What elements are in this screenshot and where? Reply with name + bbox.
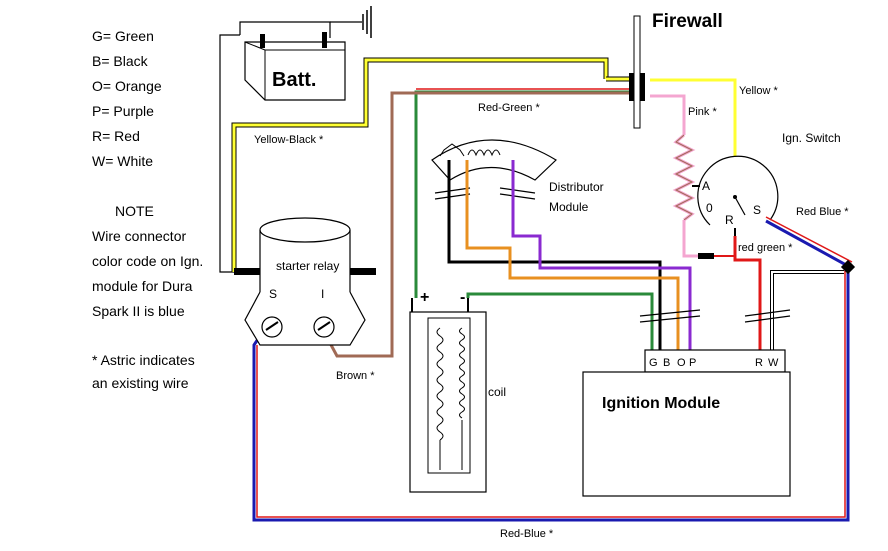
- legend-item: R= Red: [92, 128, 140, 144]
- yellow-black-wire: Yellow-Black *: [231, 57, 636, 272]
- distributor-label-2: Module: [549, 200, 589, 214]
- ground-wire: [219, 6, 372, 273]
- brown-wire: Brown *: [328, 91, 636, 382]
- coil-terminal-minus: -: [460, 289, 465, 306]
- switch-terminal-s: S: [753, 203, 761, 217]
- switch-terminal-a: A: [702, 179, 710, 193]
- switch-terminal-r: R: [725, 213, 734, 227]
- module-pin-g: G: [649, 357, 658, 369]
- module-pin-p: P: [689, 357, 696, 369]
- wire-label-red-blue-top: Red Blue *: [796, 206, 849, 218]
- wire-label-yellow: Yellow *: [739, 85, 778, 97]
- ignition-coil: + - coil: [409, 289, 506, 493]
- wire-label-brown: Brown *: [336, 370, 375, 382]
- ignition-switch: A 0 R S Ign. Switch: [692, 131, 841, 236]
- battery: Batt.: [244, 32, 346, 101]
- color-legend: G= Green B= Black O= Orange P= Purple R=…: [92, 28, 203, 391]
- firewall: Firewall: [629, 11, 723, 129]
- note-line: module for Dura: [92, 278, 193, 294]
- coil-terminal-plus: +: [420, 289, 429, 306]
- wire-label-red-blue-bottom: Red-Blue *: [500, 528, 554, 540]
- red-blue-wire: Red Blue * Red-Blue *: [252, 206, 856, 540]
- relay-terminal-i: I: [321, 287, 324, 301]
- battery-label: Batt.: [272, 69, 316, 91]
- module-pin-b: B: [663, 357, 670, 369]
- module-pin-o: O: [677, 357, 686, 369]
- astric-note-line: * Astric indicates: [92, 352, 195, 368]
- legend-item: W= White: [92, 153, 153, 169]
- white-wire: [770, 270, 844, 355]
- module-pin-w: W: [768, 357, 779, 369]
- ignition-module: G B O P R W Ignition Module: [582, 349, 791, 497]
- wire-label-red-green-lower: red green *: [738, 242, 793, 254]
- note-line: color code on Ign.: [92, 253, 203, 269]
- relay-terminal-s: S: [269, 287, 277, 301]
- distributor-label-1: Distributor: [549, 180, 604, 194]
- starter-relay: starter relay S I: [234, 217, 376, 346]
- pink-wire: Pink *: [650, 94, 717, 258]
- astric-note-line: an existing wire: [92, 375, 189, 391]
- distributor-module: Distributor Module: [431, 139, 604, 214]
- ign-switch-label: Ign. Switch: [782, 131, 841, 145]
- module-pin-r: R: [755, 357, 763, 369]
- distributor-wires: [447, 160, 791, 355]
- ignition-module-label: Ignition Module: [602, 395, 720, 412]
- coil-label: coil: [488, 385, 506, 399]
- wire-label-yellow-black: Yellow-Black *: [254, 134, 324, 146]
- legend-item: G= Green: [92, 28, 154, 44]
- firewall-label: Firewall: [652, 11, 723, 32]
- legend-item: P= Purple: [92, 103, 154, 119]
- switch-terminal-o: 0: [706, 201, 713, 215]
- wire-label-pink: Pink *: [688, 106, 717, 118]
- legend-item: O= Orange: [92, 78, 162, 94]
- red-green-lower-wire: red green *: [698, 236, 793, 355]
- note-line: Wire connector: [92, 228, 186, 244]
- starter-relay-label: starter relay: [276, 259, 339, 273]
- legend-item: B= Black: [92, 53, 149, 69]
- wire-label-red-green: Red-Green *: [478, 102, 540, 114]
- note-line: Spark II is blue: [92, 303, 185, 319]
- note-title: NOTE: [115, 203, 154, 219]
